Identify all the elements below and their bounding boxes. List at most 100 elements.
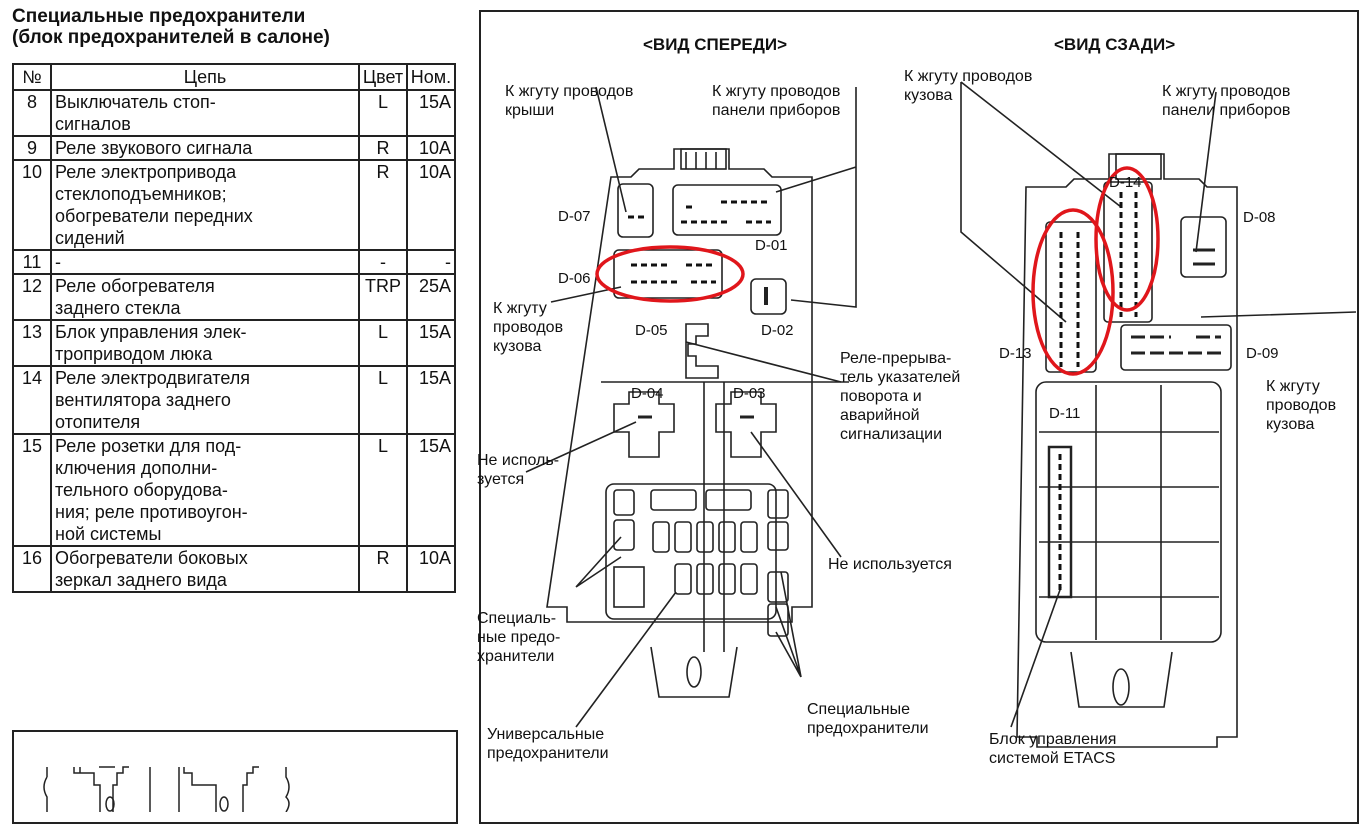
circuit-line: ключения дополни- [55,458,218,478]
fuse-number: 9 [12,135,52,161]
connector-label-d09: D-09 [1246,345,1279,362]
rear-box-outline [1016,153,1238,748]
fuse-number: 15 [12,433,52,547]
diagram-drawing [525,81,1357,748]
circuit-line: Реле звукового сигнала [55,138,253,158]
circuit-line: зеркал заднего вида [55,570,227,590]
circuit-line: Блок управления элек- [55,322,247,342]
label-not-used-left: Не исполь- зуется [477,452,560,488]
header-no: № [12,63,52,91]
fuse-puller [613,566,645,608]
circuit-line: заднего стекла [55,298,181,318]
fuse-rating: 15A [406,433,456,547]
connector-label-d04: D-04 [631,385,664,402]
label-special-fuses-left: Специаль- ные предо- хранители [477,610,561,665]
fuse-rating: - [406,249,456,275]
fuse-color: L [358,433,408,547]
connector-label-d02: D-02 [761,322,794,339]
table-header-row: № Цепь Цвет Ном. [12,63,456,91]
fuse-color: TRP [358,273,408,321]
fuse-rating: 10A [406,159,456,251]
connector-d01 [672,184,782,236]
fuse-number: 11 [12,249,52,275]
connector-label-d07: D-07 [558,208,591,225]
fuse-color: R [358,545,408,593]
fuse-color: L [358,89,408,137]
fuse-number: 16 [12,545,52,593]
fuse-number: 14 [12,365,52,435]
label-flasher-relay: Реле-прерыва- тель указателей поворота и… [840,350,961,443]
fuse-1 [650,489,697,511]
connector-d06 [613,249,723,299]
circuit-line: Реле электродвигателя [55,368,251,388]
circuit-line: ной системы [55,524,162,544]
fuse-rating: 15A [406,365,456,435]
connector-d11-panel [1035,381,1222,643]
etacs-connector [1047,445,1073,599]
front-top-tab [680,148,727,170]
partial-fuse-box-drawing [43,766,290,813]
front-bottom-tab [650,646,738,698]
fuse-color: L [358,319,408,367]
fuse-circuit: Реле розетки для под-ключения дополни-те… [50,433,360,547]
fuse-rating: 10A [406,545,456,593]
fuse-rating: 25A [406,273,456,321]
connector-label-d06: D-06 [558,270,591,287]
fuse-color: R [358,159,408,251]
front-view-title: <ВИД СПЕРЕДИ> [643,35,788,54]
relay-d03 [715,391,777,458]
label-body-harness-rear-right: К жгуту проводов кузова [1266,378,1337,433]
connector-label-d13: D-13 [999,345,1032,362]
fuse-color: - [358,249,408,275]
circuit-line: вентилятора заднего [55,390,231,410]
connector-label-d05: D-05 [635,322,668,339]
connector-label-d08: D-08 [1243,209,1276,226]
header-circuit: Цепь [50,63,360,91]
connector-label-d03: D-03 [733,385,766,402]
heading-line-1: Специальные предохранители [12,6,306,27]
fuse-number: 10 [12,159,52,251]
label-panel-harness-rear: К жгуту проводов панели приборов [1162,83,1291,119]
fuse-number: 13 [12,319,52,367]
fuse-rating: 15A [406,319,456,367]
fuse-circuit: Реле звукового сигнала [50,135,360,161]
label-special-fuses-right: Специальные предохранители [807,701,929,737]
fuse-circuit: Выключатель стоп-сигналов [50,89,360,137]
circuit-line: отопителя [55,412,141,432]
highlight-d06 [595,245,745,303]
circuit-line: сидений [55,228,125,248]
circuit-line: стеклоподъемников; [55,184,227,204]
circuit-line: троприводом люка [55,344,213,364]
fuse-number: 12 [12,273,52,321]
highlight-d14 [1094,166,1160,312]
circuit-line: Реле электропривода [55,162,237,182]
fuse-rating: 15A [406,89,456,137]
highlight-d13 [1031,208,1115,376]
fuse-row-lower [674,563,758,595]
highlight-marks [595,166,1160,376]
label-not-used-right: Не используется [828,556,952,573]
relay-d05 [685,323,719,379]
table-row: 11--- [12,249,456,275]
secondary-diagram-box [12,730,458,824]
circuit-line: тельного оборудова- [55,480,228,500]
connector-d09 [1120,324,1232,371]
page-heading: Специальные предохранители (блок предохр… [12,6,330,48]
connector-d14 [1103,181,1153,323]
fuse-row-upper [652,521,758,553]
connector-label-d01: D-01 [755,237,788,254]
label-panel-harness-front: К жгуту проводов панели приборов [712,83,841,119]
connector-d02 [750,278,787,315]
front-box-outline [546,148,813,623]
circuit-line: обогреватели передних [55,206,253,226]
